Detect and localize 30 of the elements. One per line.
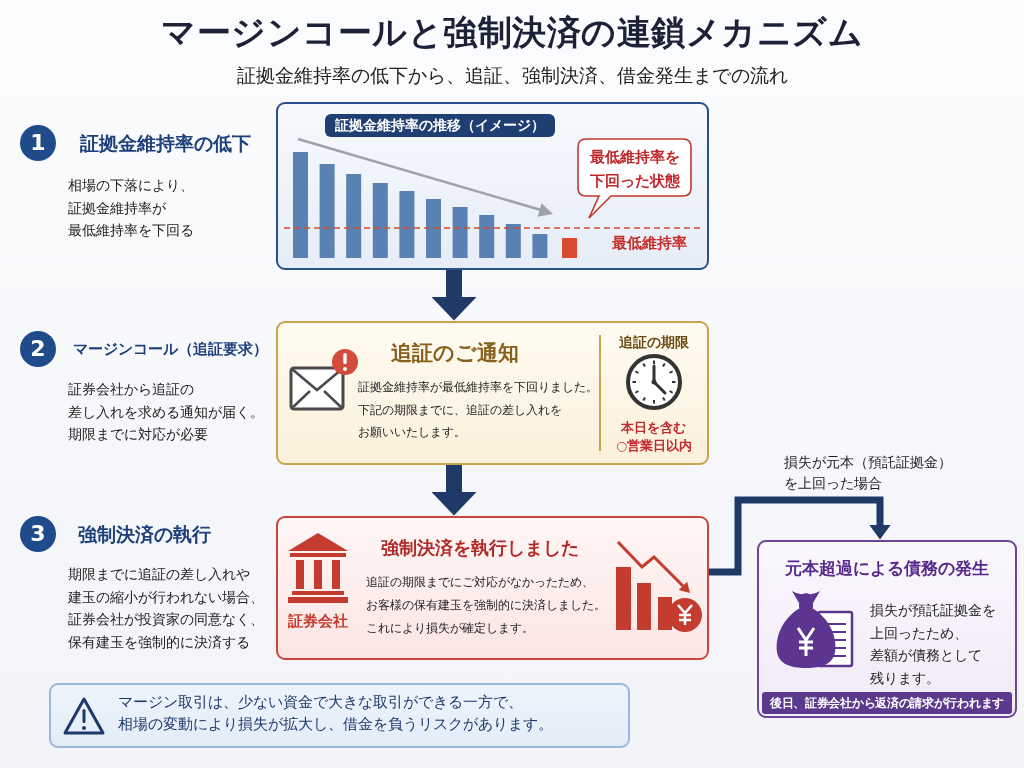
chart-title: 証拠金維持率の推移（イメージ） bbox=[325, 114, 555, 137]
notice-panel bbox=[276, 321, 709, 465]
warning-note bbox=[49, 683, 630, 748]
company-label: 証券会社 bbox=[288, 611, 348, 631]
step-heading: マージンコール（追証要求） bbox=[73, 339, 268, 359]
title: マージンコールと強制決済の連鎖メカニズム bbox=[161, 11, 863, 53]
note-text: マージン取引は、少ない資金で大きな取引ができる一方で、相場の変動により損失が拡大し、借金を負うリスクがあります。 bbox=[118, 693, 553, 734]
edge-label: 損失が元本（預託証拠金）を上回った場合 bbox=[784, 453, 952, 493]
step-description: 期限までに追証の差し入れや建玉の縮小が行われない場合、証券会社が投資家の同意なく、保有建玉を強制的に決済する bbox=[68, 565, 264, 652]
step-number: 3 bbox=[20, 516, 56, 552]
deadline-heading: 追証の期限 bbox=[619, 333, 689, 351]
arrow bbox=[431, 270, 477, 321]
card-heading: 強制決済を執行しました bbox=[381, 536, 579, 560]
step-heading: 強制決済の執行 bbox=[78, 522, 211, 546]
card-text: 証拠金維持率が最低維持率を下回りました。下記の期限までに、追証の差し入れをお願いいたします。 bbox=[358, 379, 598, 441]
step-description: 相場の下落により、証拠金維持率が最低維持率を下回る bbox=[68, 176, 194, 240]
deadline-text: 本日を含む○営業日以内 bbox=[616, 419, 692, 455]
card-heading: 追証のご通知 bbox=[391, 340, 519, 366]
card-heading: 元本超過による債務の発生 bbox=[785, 557, 989, 579]
step-heading: 証拠金維持率の低下 bbox=[80, 131, 251, 155]
info-panel bbox=[757, 540, 1017, 718]
step-number: 2 bbox=[20, 331, 56, 367]
subtitle: 証拠金維持率の低下から、追証、強制決済、借金発生までの流れ bbox=[236, 63, 788, 87]
step-number: 1 bbox=[20, 125, 56, 161]
card-text: 追証の期限までにご対応がなかったため、お客様の保有建玉を強制的に決済しました。これにより損失が確定します。 bbox=[366, 574, 606, 637]
notice-panel bbox=[276, 516, 709, 660]
banner: 後日、証券会社から返済の請求が行われます bbox=[762, 692, 1012, 714]
step-description: 証券会社から追証の差し入れを求める通知が届く。期限までに対応が必要 bbox=[68, 380, 264, 444]
card-text: 損失が預託証拠金を上回ったため、差額が債務として残ります。 bbox=[870, 601, 996, 688]
arrow bbox=[431, 465, 477, 516]
